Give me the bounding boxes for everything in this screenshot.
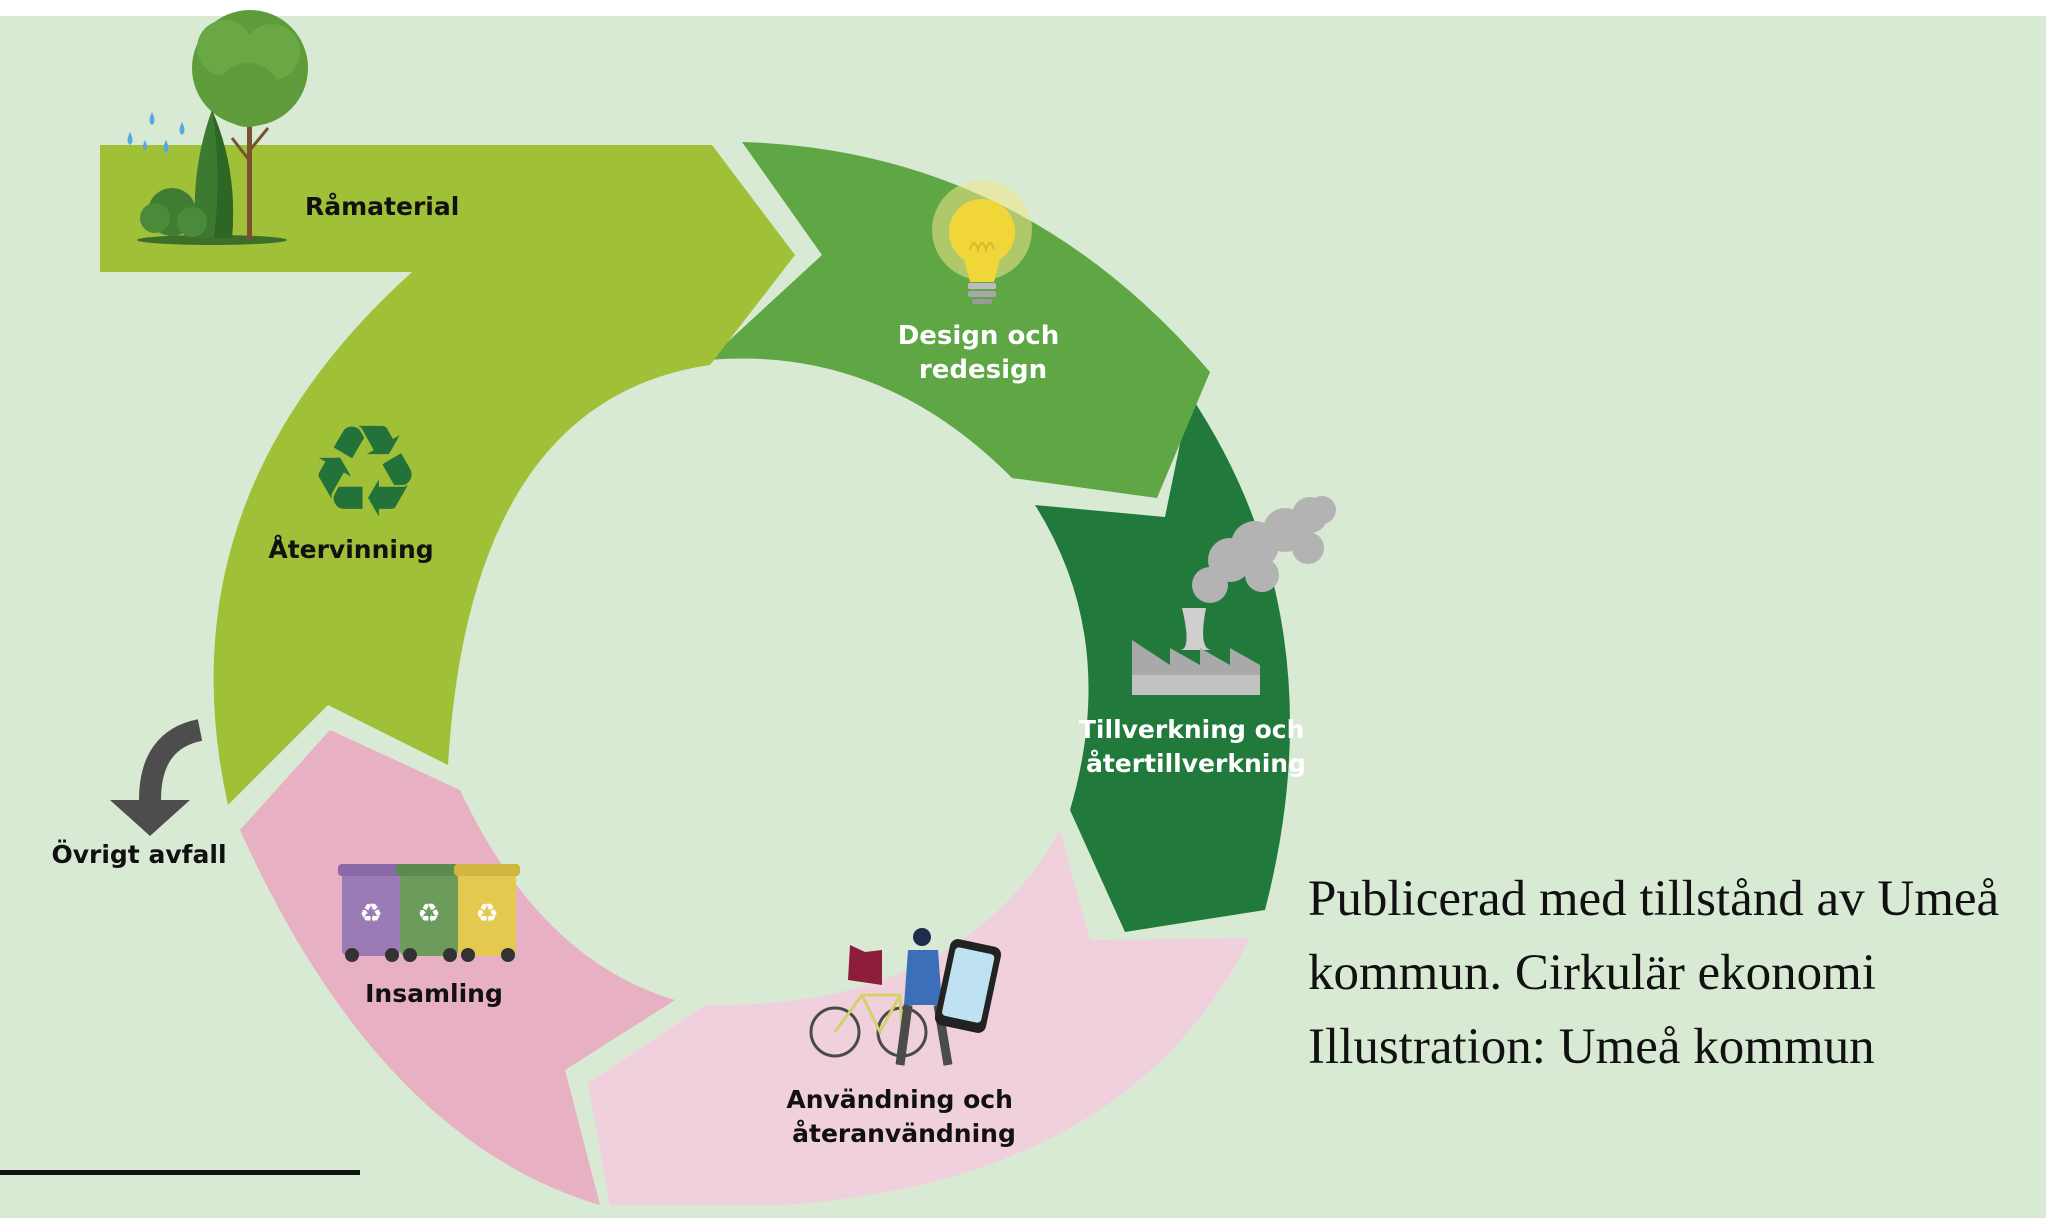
label-tillverkning-line1: Tillverkning och <box>1079 715 1305 744</box>
segment-atervinning-arrow <box>100 145 795 805</box>
caption-line-1: Publicerad med tillstånd av Umeå <box>1308 871 2000 927</box>
label-anvandning-line1: Användning och <box>786 1085 1013 1114</box>
lightbulb-icon <box>932 180 1032 304</box>
tree-icon <box>137 10 308 245</box>
segment-anvandning <box>588 830 1250 1205</box>
label-ovrigt-avfall: Övrigt avfall <box>51 839 226 869</box>
divider-line <box>0 1170 360 1175</box>
label-anvandning: Användning och återanvändning <box>786 1085 1021 1148</box>
factory-icon <box>1132 608 1260 695</box>
svg-text:♻: ♻ <box>475 899 498 929</box>
caption-line-3: Illustration: Umeå kommun <box>1308 1019 1875 1075</box>
segment-design <box>708 142 1210 498</box>
svg-text:♻: ♻ <box>417 899 440 929</box>
segment-insamling <box>240 730 675 1205</box>
label-atervinning: Återvinning <box>268 535 433 564</box>
rain-icon <box>127 112 185 153</box>
label-tillverkning: Tillverkning och återtillverkning <box>1079 715 1313 778</box>
cyclist-icon <box>809 928 953 1066</box>
label-ramaterial: Råmaterial <box>305 192 459 221</box>
phone-icon <box>934 939 1002 1033</box>
attribution-caption: Publicerad med tillstånd av Umeå kommun.… <box>1308 862 2038 1084</box>
label-tillverkning-line2: återtillverkning <box>1086 749 1306 778</box>
svg-text:♻: ♻ <box>359 899 382 929</box>
curved-arrow-icon <box>110 719 203 836</box>
smoke-icon <box>1192 496 1336 603</box>
label-design-line2: redesign <box>919 355 1047 385</box>
label-design-line1: Design och <box>898 321 1060 351</box>
recycle-icon: ♻ <box>308 398 423 547</box>
label-anvandning-line2: återanvändning <box>792 1119 1016 1148</box>
svg-text:♻: ♻ <box>308 398 423 547</box>
label-design: Design och redesign <box>898 321 1069 385</box>
recycling-bins-icon: ♻ ♻ ♻ <box>338 864 520 962</box>
label-insamling: Insamling <box>365 979 503 1008</box>
caption-line-2: kommun. Cirkulär ekonomi <box>1308 945 1877 1001</box>
